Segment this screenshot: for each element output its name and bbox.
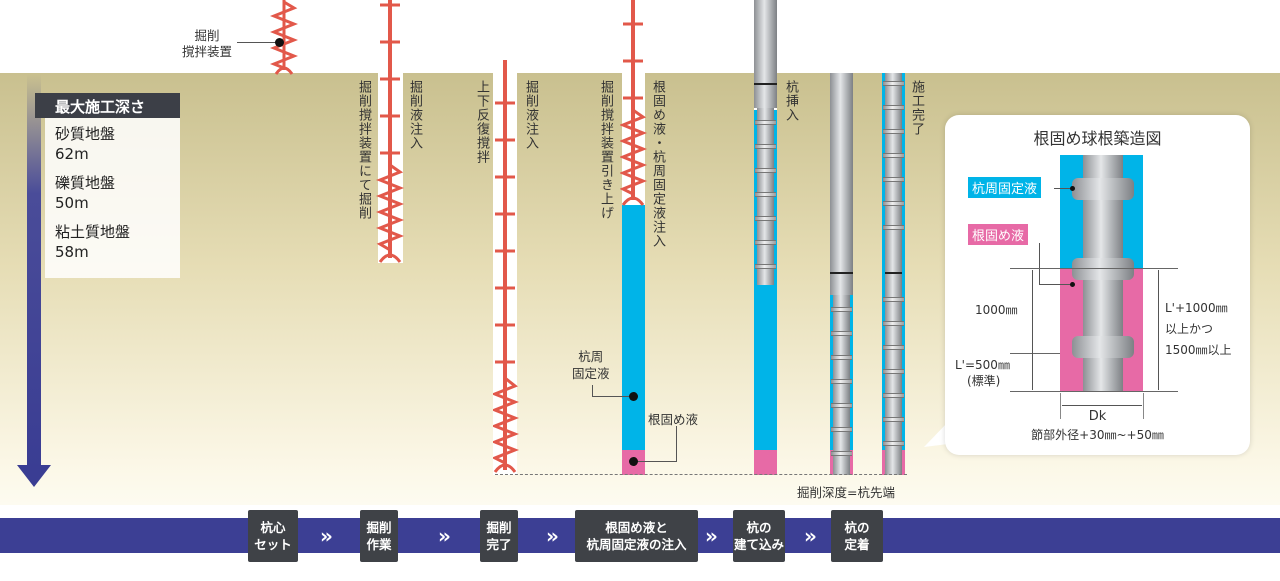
- label-line: 杭周: [578, 349, 604, 364]
- step-text: セット: [254, 537, 292, 552]
- step-text: 杭心: [260, 520, 286, 535]
- chevron-right-icon: »: [705, 524, 718, 548]
- label-line: 掘削: [194, 28, 220, 43]
- depth-line: [495, 474, 907, 475]
- leader-dot: [275, 38, 284, 47]
- leader-line: [676, 426, 677, 462]
- leader-dot: [1070, 282, 1075, 287]
- process-step: 根固め液と杭周固定液の注入: [575, 510, 698, 562]
- detail-panel: 根固め球根築造図 杭周固定液 根固め液 1000㎜ L'=500㎜ (標準) L…: [945, 115, 1250, 455]
- pile-fixing-liquid-label: 杭周固定液: [572, 348, 610, 382]
- dim-line: [1010, 391, 1178, 392]
- label-line: 1500㎜以上: [1165, 343, 1232, 357]
- soil-type: 砂質地盤: [55, 125, 116, 143]
- auger-pulling-up: [620, 0, 648, 206]
- pile-upper: [830, 73, 853, 295]
- chevron-right-icon: »: [320, 524, 333, 548]
- step-text: 定着: [844, 537, 870, 552]
- dim-1000: 1000㎜: [975, 303, 1018, 317]
- step-label: 上下反復撹拌: [474, 80, 489, 164]
- pile-node: [1072, 336, 1134, 358]
- leader-dot: [629, 457, 638, 466]
- soil-type: 粘土質地盤: [55, 223, 131, 241]
- pile-completed: [883, 73, 904, 475]
- soil-type: 礫質地盤: [55, 174, 116, 192]
- root-liquid: [754, 450, 777, 475]
- leader-line: [636, 461, 677, 462]
- depth-arrow: [27, 75, 41, 470]
- leader-line: [592, 396, 632, 397]
- dim-line: [1010, 268, 1178, 269]
- process-step: 杭の定着: [831, 510, 883, 562]
- dim-line: [1010, 353, 1060, 354]
- step-label: 掘削撹拌装置にて掘削: [356, 80, 371, 220]
- step-label: 掘削撹拌装置引き上げ: [598, 80, 613, 220]
- step-label: 掘削液注入: [523, 80, 538, 150]
- dim-arrow: [1062, 405, 1142, 406]
- step-text: 掘削: [486, 520, 512, 535]
- root-liquid-label: 根固め液: [648, 412, 699, 427]
- step-text: 杭の: [844, 520, 870, 535]
- leader-line: [237, 42, 277, 43]
- auger-above-ground: [270, 0, 298, 75]
- pile-upper: [754, 0, 777, 108]
- soil-depth: 62m: [55, 145, 89, 163]
- pile-fixing-liquid-tag: 杭周固定液: [968, 177, 1042, 198]
- step-label: 杭挿入: [783, 80, 798, 122]
- pile-node: [1072, 258, 1134, 280]
- step-label: 施工完了: [909, 80, 924, 136]
- leader-line: [1039, 243, 1040, 285]
- detail-title: 根固め球根築造図: [1033, 129, 1162, 148]
- dim-L-note: (標準): [967, 374, 1001, 388]
- pile-inserting: [755, 108, 776, 285]
- label-line: L'+1000㎜: [1165, 301, 1228, 315]
- callout-pointer: [924, 422, 948, 447]
- step-text: 掘削: [366, 520, 392, 535]
- depth-note: 掘削深度=杭先端: [797, 485, 895, 500]
- root-liquid-tag: 根固め液: [968, 224, 1029, 245]
- step-text: 根固め液と: [605, 520, 668, 535]
- arrow-head-icon: [17, 465, 51, 487]
- step-text: 完了: [486, 537, 512, 552]
- step-label: 根固め液・杭周固定液注入: [650, 80, 665, 248]
- process-step: 杭の建て込み: [733, 510, 785, 562]
- dim-arrow: [1032, 270, 1033, 390]
- process-step: 掘削作業: [360, 510, 398, 562]
- max-depth-title: 最大施工深さ: [35, 93, 180, 118]
- auger-repeated-stirring: [493, 60, 519, 473]
- pile-node: [1072, 178, 1134, 200]
- soil-depth: 50m: [55, 194, 89, 212]
- dk-label: Dk: [1088, 409, 1107, 424]
- chevron-right-icon: »: [546, 524, 559, 548]
- dim-L: L'=500㎜: [955, 358, 1010, 372]
- process-step: 掘削完了: [480, 510, 518, 562]
- pile-lower: [831, 295, 852, 475]
- label-line: 以上かつ: [1165, 322, 1214, 336]
- leader-line: [1039, 284, 1073, 285]
- label-line: 撹拌装置: [182, 44, 233, 59]
- max-depth-box: [45, 93, 180, 278]
- leader-line: [592, 385, 593, 397]
- step-text: 建て込み: [733, 537, 784, 552]
- step-text: 作業: [366, 537, 392, 552]
- label-line: 固定液: [572, 366, 610, 381]
- step-text: 杭周固定液の注入: [586, 537, 687, 552]
- dim-line: [1143, 393, 1144, 419]
- soil-depth: 58m: [55, 243, 89, 261]
- auger-drilling: [376, 0, 405, 263]
- dim-line: [1060, 393, 1061, 419]
- leader-dot: [629, 392, 638, 401]
- step-text: 杭の: [746, 520, 772, 535]
- process-step: 杭心セット: [248, 510, 298, 562]
- chevron-right-icon: »: [804, 524, 817, 548]
- auger-device-label: 掘削撹拌装置: [182, 28, 232, 60]
- dim-arrow: [1158, 270, 1159, 390]
- step-label: 掘削液注入: [407, 80, 422, 150]
- leader-dot: [1070, 186, 1075, 191]
- dk-note: 節部外径+30㎜~+50㎜: [1031, 428, 1164, 442]
- chevron-right-icon: »: [438, 524, 451, 548]
- leader-line: [1054, 188, 1074, 189]
- pile-fixing-liquid: [622, 205, 645, 450]
